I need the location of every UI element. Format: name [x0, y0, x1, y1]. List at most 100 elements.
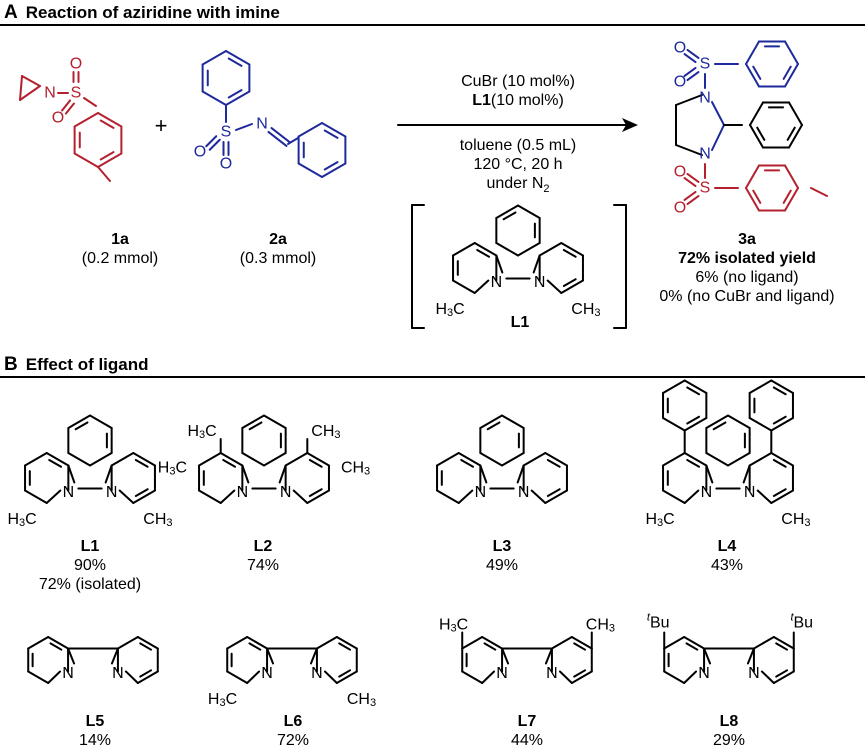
ligand-value: 44% — [510, 732, 544, 749]
plus-sign: + — [154, 113, 168, 138]
atom-label: O — [52, 110, 64, 127]
conditions-above-arrow: CuBr (10 mol%) L1(10 mol%) — [418, 72, 618, 110]
ligand-caption-l5: L5 14% — [65, 712, 125, 750]
atom-label: N — [106, 484, 118, 501]
reagent-2a-amount: (0.3 mmol) — [239, 250, 317, 267]
ligand-value: 43% — [710, 557, 744, 574]
methyl-label: CH3 — [143, 511, 172, 530]
atom-label: N — [534, 274, 546, 291]
ligand-value: 14% — [78, 732, 112, 749]
atom-label: S — [71, 85, 82, 102]
methyl-label: H3C — [187, 423, 216, 442]
solvent-text: toluene (0.5 mL) — [459, 137, 577, 154]
reagent-2a-label: 2a — [269, 231, 287, 248]
atom-label: N — [311, 665, 323, 682]
reagent-2a-caption: 2a (0.3 mmol) — [218, 230, 338, 268]
section-a-header: A Reaction of aziridine with imine — [4, 2, 280, 24]
methyl-label: H3C — [439, 616, 468, 635]
atom-label: S — [221, 124, 232, 141]
atom-label: N — [112, 665, 124, 682]
ligand-value: 29% — [712, 732, 746, 749]
section-b-rule — [0, 376, 865, 378]
ligand-id: L3 — [492, 538, 512, 555]
atom-label: S — [700, 180, 711, 197]
ligand-caption-l6: L6 72% — [263, 712, 323, 750]
atom-label: N — [491, 274, 503, 291]
ligand-caption-l8: L8 29% — [699, 712, 759, 750]
atom-label: N — [748, 665, 760, 682]
section-b-letter: B — [4, 354, 18, 375]
product-yield: 72% isolated yield — [678, 250, 816, 267]
ligand-note: 72% (isolated) — [38, 576, 142, 593]
atom-label: N — [62, 665, 74, 682]
atom-label: N — [701, 484, 713, 501]
atom-label: O — [674, 164, 686, 181]
atom-label: O — [674, 200, 686, 217]
atom-label: N — [546, 665, 558, 682]
atom-label: O — [70, 56, 82, 73]
atom-label: N — [280, 484, 292, 501]
atom-label: N — [744, 484, 756, 501]
atom-label: N — [256, 116, 268, 133]
section-b-header: B Effect of ligand — [4, 354, 149, 376]
reagent-2a-structure: SOO N — [194, 50, 347, 178]
atom-label: N — [699, 146, 711, 163]
ligand-id: L8 — [719, 713, 739, 730]
ligand-loading-id: L1 — [472, 92, 491, 109]
methyl-label: H3C — [208, 691, 237, 710]
ligand-id: L7 — [517, 713, 537, 730]
ligand-value: 72% — [276, 732, 310, 749]
catalyst-text: CuBr (10 mol%) — [461, 73, 575, 90]
ligand-value: 74% — [246, 557, 280, 574]
methyl-label: H3C — [435, 301, 464, 320]
ligand-caption-l3: L3 49% — [472, 537, 532, 575]
tbu-label: tBu — [647, 612, 670, 632]
methyl-label: CH3 — [311, 423, 340, 442]
ligand-value: 49% — [485, 557, 519, 574]
ligand-value: 90% — [73, 557, 107, 574]
methyl-label: CH3 — [571, 301, 600, 320]
product-label: 3a — [738, 231, 756, 248]
ligand-id: L4 — [717, 538, 737, 555]
reagent-1a-label: 1a — [111, 231, 129, 248]
control-no-ligand: 6% (no ligand) — [695, 269, 799, 286]
reagent-1a-caption: 1a (0.2 mmol) — [60, 230, 180, 268]
atom-label: S — [700, 56, 711, 73]
atom-label: N — [261, 665, 273, 682]
boxed-ligand-label: L1 — [510, 314, 530, 331]
methyl-label: CH3 — [341, 459, 370, 478]
section-a-rule — [0, 24, 865, 26]
atom-label: N — [698, 665, 710, 682]
atom-label: O — [220, 156, 232, 173]
tbu-label: tBu — [790, 612, 813, 632]
ligand-loading-amount: (10 mol%) — [490, 92, 564, 109]
atmosphere-subscript: 2 — [543, 183, 550, 196]
section-a-letter: A — [4, 2, 18, 23]
methyl-label: H3C — [7, 511, 36, 530]
section-b-title: Effect of ligand — [25, 355, 149, 374]
atom-label: N — [44, 85, 56, 102]
ligand-id: L6 — [283, 713, 303, 730]
atmosphere-main: under N — [486, 175, 544, 192]
reagent-1a-amount: (0.2 mmol) — [81, 250, 159, 267]
atom-label: O — [674, 40, 686, 57]
methyl-label: CH3 — [781, 511, 810, 530]
methyl-label: H3C — [158, 459, 187, 478]
atom-label: N — [496, 665, 508, 682]
product-caption: 3a 72% isolated yield 6% (no ligand) 0% … — [632, 230, 862, 306]
atom-label: N — [699, 90, 711, 107]
atom-label: O — [194, 144, 206, 161]
section-a-title: Reaction of aziridine with imine — [25, 3, 280, 22]
ligand-id: L5 — [85, 713, 105, 730]
control-no-cubr: 0% (no CuBr and ligand) — [659, 288, 835, 305]
ligand-caption-l2: L2 74% — [233, 537, 293, 575]
